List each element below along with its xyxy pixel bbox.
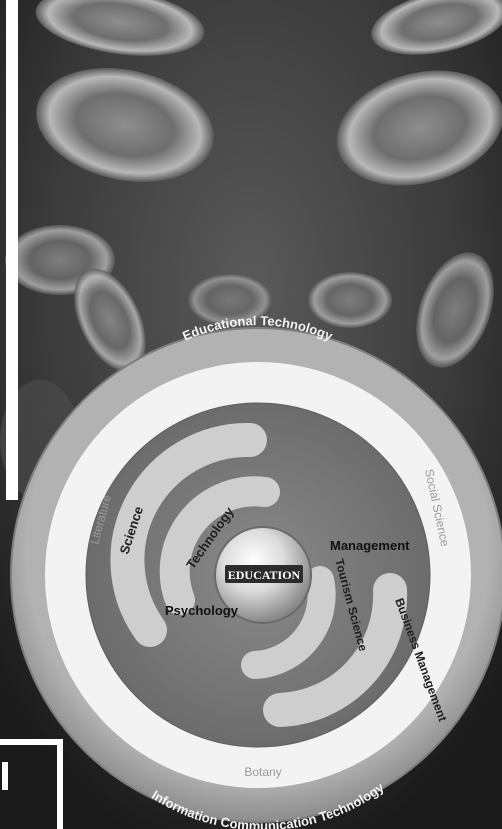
botany-label: Botany — [244, 765, 281, 779]
psychology-label: Psychology — [165, 603, 239, 618]
education-label: EDUCATION — [228, 568, 301, 582]
management-label: Management — [330, 538, 410, 553]
frame-mark — [2, 762, 8, 790]
